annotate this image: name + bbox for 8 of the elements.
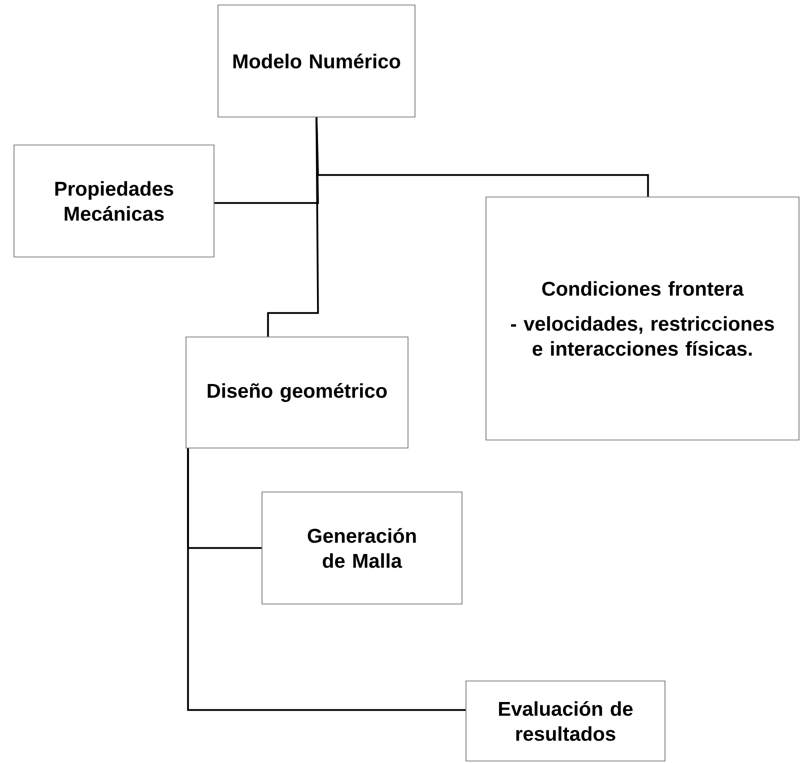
process-box: Condiciones frontera - velocidades, restricciones e interacciones físicas. [486, 196, 800, 440]
process-box: Propiedades Mecánicas [14, 144, 214, 258]
process-box: Generación de Malla [262, 492, 462, 604]
process-box: Diseño geométrico [186, 336, 408, 448]
process-box: Modelo Numérico [218, 4, 416, 118]
connector-line [187, 448, 466, 711]
connector-line [267, 117, 319, 337]
process-box: Evaluación de resultados [466, 680, 666, 762]
